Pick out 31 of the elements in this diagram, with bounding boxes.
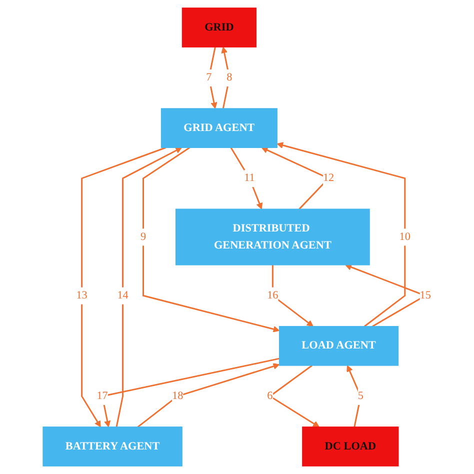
edge-label: 8 [226,72,232,84]
arrow [346,365,362,428]
edge-label: 11 [244,172,255,184]
node-box: GRID AGENT [160,108,278,148]
edge-label: 6 [267,390,273,402]
edge-label: 7 [206,72,212,84]
arrow [276,142,406,327]
edge-label: 5 [358,390,364,402]
node-box: GRID [182,8,256,48]
edge-label: 14 [117,290,128,302]
arrow [208,46,218,109]
edge-label: 10 [399,230,410,243]
edge-label: 17 [96,390,108,402]
node-box: DC LOAD [302,426,399,466]
node-box: LOAD AGENT [278,326,399,366]
edge-label: 13 [76,290,88,302]
arrow [230,147,263,210]
arrow [81,146,166,428]
edge-label: 16 [267,290,278,302]
edge-label: 18 [172,390,184,402]
arrow [101,358,280,428]
edge-label: 12 [322,172,334,184]
arrow [272,264,314,327]
arrow [221,46,230,109]
arrow [116,147,182,428]
arrow [137,363,280,428]
edge-label: 9 [140,230,146,243]
node-box: BATTERY AGENT [42,426,182,466]
edge-label: 15 [420,290,431,302]
arrow [142,147,280,332]
node-box: DISTRIBUTED GENERATION AGENT [175,208,370,266]
